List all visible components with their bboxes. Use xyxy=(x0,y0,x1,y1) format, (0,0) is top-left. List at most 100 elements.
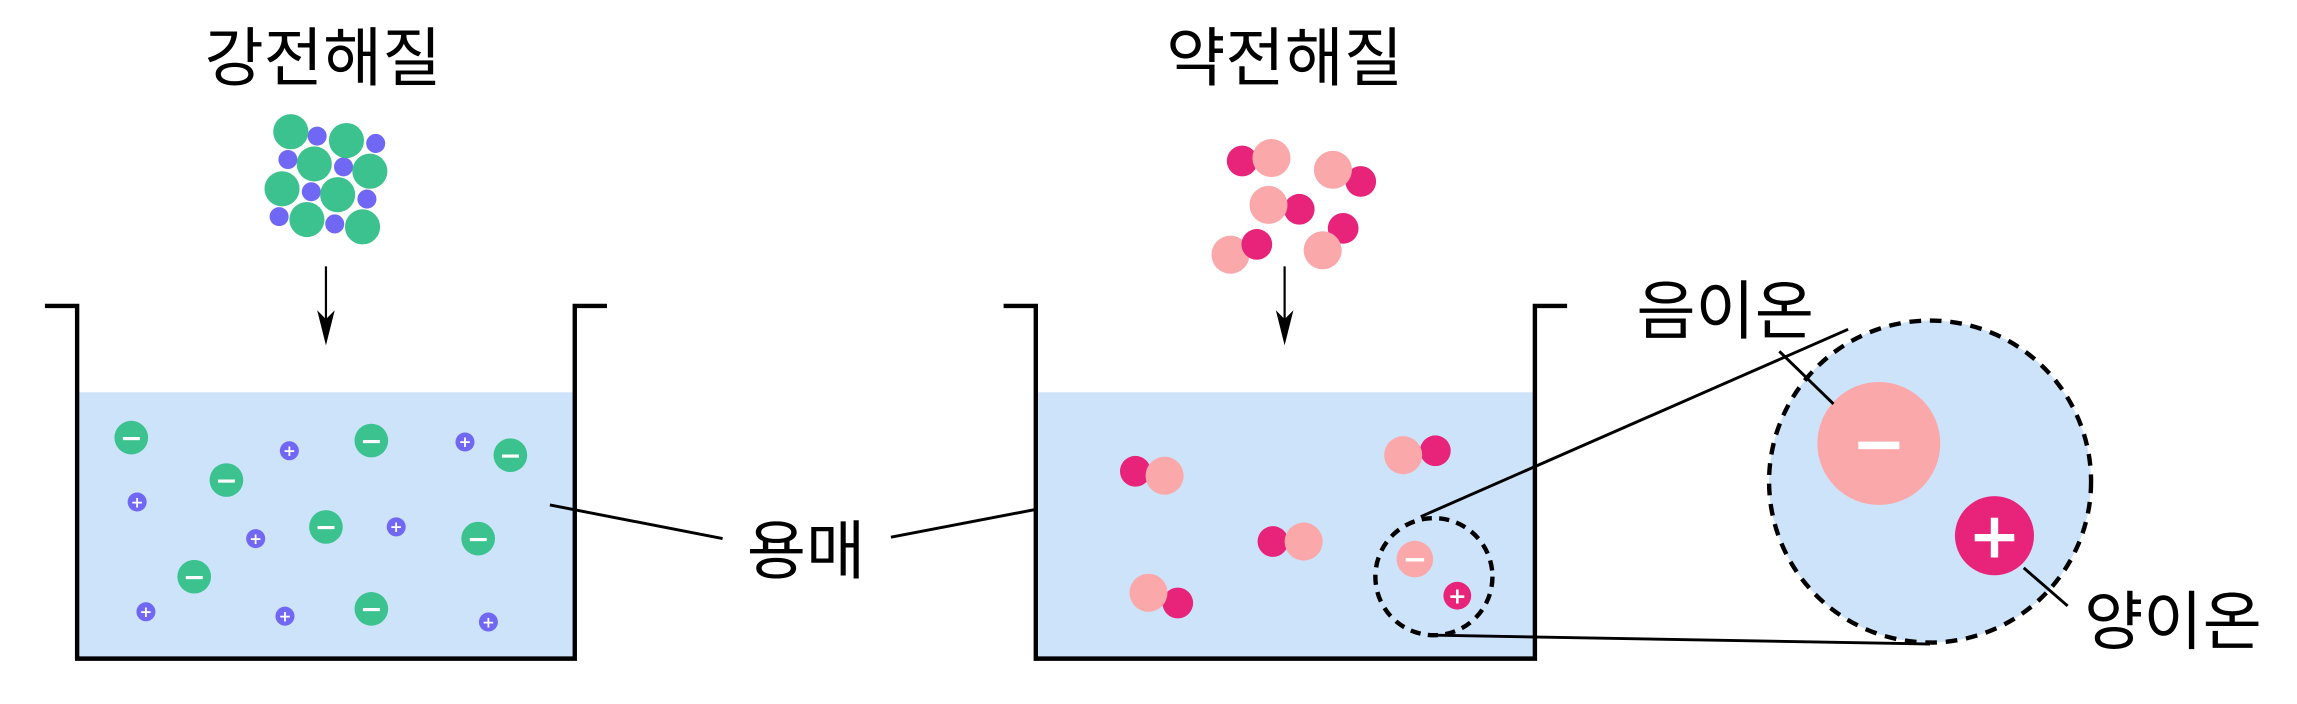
cation-particle xyxy=(246,529,266,549)
anion-particle xyxy=(354,592,389,626)
cation-particle xyxy=(275,606,295,626)
anion-particle xyxy=(1384,436,1423,475)
anion-particle xyxy=(354,423,389,458)
anion-particle xyxy=(493,438,528,473)
dissolved-molecules xyxy=(1119,435,1451,619)
ionic-crystal xyxy=(264,114,388,245)
minus-sign: − xyxy=(360,426,383,457)
cation-particle xyxy=(269,207,289,227)
plus-sign: + xyxy=(279,607,292,625)
anion-particle xyxy=(1313,150,1352,189)
anion-particle xyxy=(264,171,300,207)
weak-electrolyte-panel: 약전해질 −+ −+ 음이온 양이온 xyxy=(1003,21,2262,661)
anion-particle xyxy=(352,153,388,189)
minus-sign: − xyxy=(215,465,238,496)
solvent-label-group: 용매 xyxy=(549,503,1060,590)
cation-particle xyxy=(386,517,406,537)
strong-electrolyte-title: 강전해질 xyxy=(205,21,442,96)
cation-particle xyxy=(1443,581,1472,610)
cation-particle xyxy=(366,133,386,153)
anion-particle xyxy=(177,559,212,594)
solvent-pointer-line xyxy=(549,503,723,541)
cation-particle xyxy=(136,602,156,622)
magnify-region xyxy=(1373,515,1495,638)
minus-sign: − xyxy=(120,423,143,454)
anion-particle xyxy=(320,177,356,213)
cation-particle xyxy=(357,189,377,209)
cation-particle xyxy=(1420,435,1451,467)
plus-sign: + xyxy=(140,603,153,621)
plus-sign: + xyxy=(390,518,403,536)
anion-particle xyxy=(209,463,244,497)
weak-electrolyte-molecules xyxy=(1211,139,1377,274)
anion-particle xyxy=(273,114,309,150)
minus-sign: − xyxy=(183,562,206,593)
down-arrow-icon xyxy=(317,266,335,346)
undissociated-molecule xyxy=(1313,150,1377,197)
minus-sign: − xyxy=(315,512,338,543)
solvent-water xyxy=(1035,392,1535,659)
undissociated-molecule xyxy=(1226,139,1291,178)
anion-particle xyxy=(289,201,325,238)
anion-particle xyxy=(114,420,149,455)
undissociated-molecule xyxy=(1257,522,1323,561)
undissociated-molecule xyxy=(1384,435,1451,475)
cation-particle xyxy=(279,441,299,461)
solvent-label: 용매 xyxy=(747,515,865,590)
zoom-line xyxy=(1420,327,1849,518)
dissolved-ions: −−−−−−−−++++++++ xyxy=(114,420,528,632)
anion-particle xyxy=(1396,540,1434,578)
cation-particle xyxy=(307,126,327,146)
down-arrow-icon xyxy=(1275,266,1294,346)
anion-particle xyxy=(344,209,381,245)
cation-particle xyxy=(127,492,147,512)
undissociated-molecule xyxy=(1129,573,1194,619)
beaker xyxy=(44,303,607,661)
minus-sign: − xyxy=(1851,406,1906,482)
plus-sign: + xyxy=(1968,498,2021,572)
anion-particle xyxy=(296,146,332,182)
cation-particle xyxy=(333,157,354,177)
anion-label: 음이온 xyxy=(1636,275,1814,350)
plus-sign: + xyxy=(1448,583,1467,609)
anion-particle xyxy=(1284,522,1323,561)
cation-particle xyxy=(1257,526,1289,557)
solvent-pointer-line xyxy=(890,503,1060,539)
anion-particle xyxy=(1252,139,1291,178)
anion-particle xyxy=(1145,456,1184,495)
plus-sign: + xyxy=(249,530,262,548)
cation-particle xyxy=(478,612,498,632)
minus-sign: − xyxy=(360,594,383,625)
magnified-view xyxy=(1766,318,2094,645)
anion-particle xyxy=(328,122,365,159)
anion-particle xyxy=(461,521,495,556)
anion-pointer-line xyxy=(1778,350,1835,406)
undissociated-molecule xyxy=(1303,212,1359,270)
minus-sign: − xyxy=(499,440,522,471)
cation-particle xyxy=(278,150,298,170)
cation-particle xyxy=(1226,145,1258,177)
anion-particle xyxy=(1303,231,1342,270)
undissociated-molecule xyxy=(1249,185,1315,225)
minus-sign: − xyxy=(1403,542,1428,576)
beaker xyxy=(1003,303,1568,661)
anion-particle xyxy=(1211,235,1250,274)
plus-sign: + xyxy=(131,493,144,511)
anion-particle xyxy=(1249,185,1288,224)
cation-particle xyxy=(1283,193,1315,225)
plus-sign: + xyxy=(283,442,296,460)
cation-particle xyxy=(1119,455,1151,487)
zoom-line xyxy=(1435,633,1931,646)
cation-particle xyxy=(1345,166,1377,197)
weak-electrolyte-title: 약전해질 xyxy=(1166,21,1403,96)
cation-particle xyxy=(1954,496,2034,576)
strong-electrolyte-panel: 강전해질 −−−−−−−−++++++++ xyxy=(44,21,607,661)
anion-particle xyxy=(1129,573,1168,612)
plus-sign: + xyxy=(459,433,472,451)
dissociated-ion-pair: −+ xyxy=(1396,540,1472,610)
plus-sign: + xyxy=(482,613,495,631)
cation-particle xyxy=(301,182,321,202)
cation-label: 양이온 xyxy=(2084,585,2262,660)
anion-particle xyxy=(309,510,343,544)
